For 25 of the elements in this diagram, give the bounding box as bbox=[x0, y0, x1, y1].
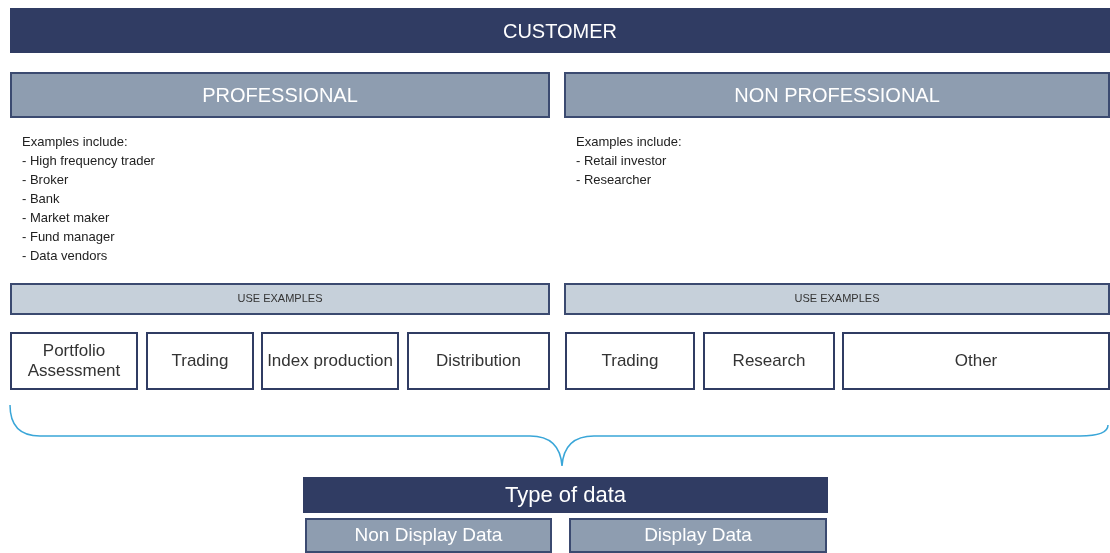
data-type-box: Non Display Data bbox=[305, 518, 552, 553]
data-type-box: Display Data bbox=[569, 518, 827, 553]
section-header: USE EXAMPLES bbox=[10, 283, 550, 315]
use-case-box: Trading bbox=[146, 332, 254, 390]
section-header: USE EXAMPLES bbox=[564, 283, 1110, 315]
use-case-box: Trading bbox=[565, 332, 695, 390]
customer-banner: CUSTOMER bbox=[10, 8, 1110, 53]
list-item: - Market maker bbox=[22, 210, 110, 225]
list-heading: Examples include: bbox=[576, 134, 682, 149]
use-case-box: Portfolio Assessment bbox=[10, 332, 138, 390]
list-heading: Examples include: bbox=[22, 134, 128, 149]
use-case-box: Index production bbox=[261, 332, 399, 390]
category-header: NON PROFESSIONAL bbox=[564, 72, 1110, 118]
data-type-banner: Type of data bbox=[303, 477, 828, 513]
category-header: PROFESSIONAL bbox=[10, 72, 550, 118]
list-item: - Data vendors bbox=[22, 248, 108, 263]
list-item: - Fund manager bbox=[22, 229, 115, 244]
list-item: - Researcher bbox=[576, 172, 652, 187]
use-case-box: Other bbox=[842, 332, 1110, 390]
list-item: - Retail investor bbox=[576, 153, 667, 168]
list-item: - Bank bbox=[22, 191, 60, 206]
list-item: - Broker bbox=[22, 172, 69, 187]
use-case-box: Research bbox=[703, 332, 835, 390]
list-item: - High frequency trader bbox=[22, 153, 155, 168]
use-case-box: Distribution bbox=[407, 332, 550, 390]
